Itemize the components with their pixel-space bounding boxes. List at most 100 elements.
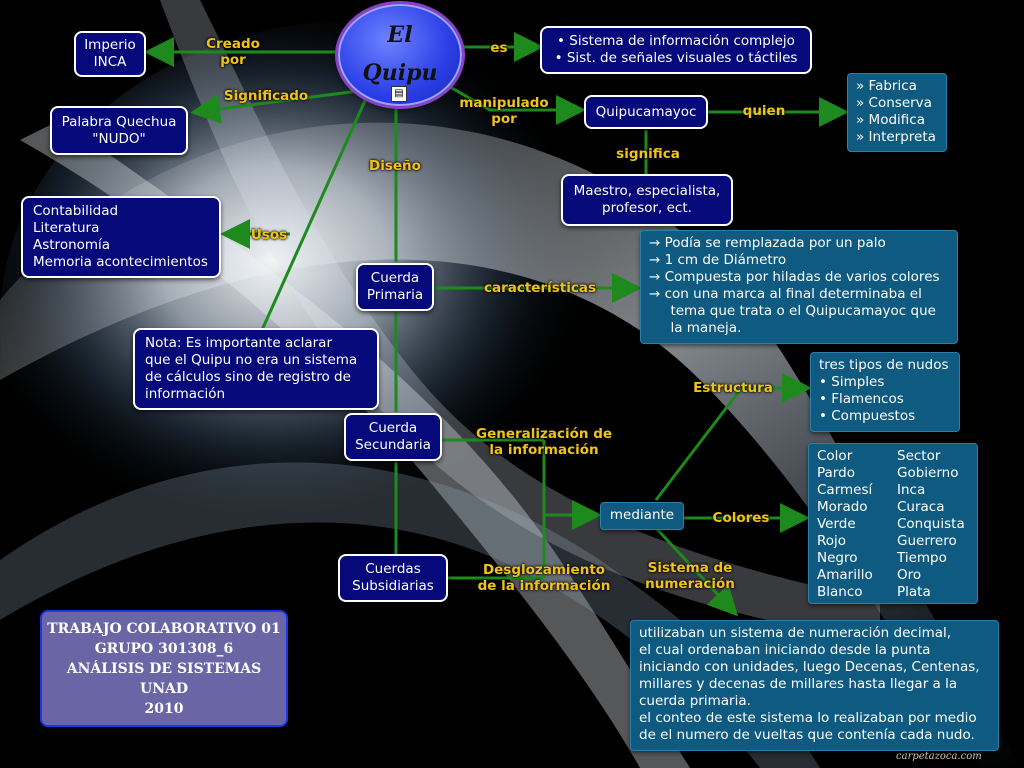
- node-cuerdas-subsidiarias[interactable]: Cuerdas Subsidiarias: [338, 554, 448, 602]
- text-line: de el numero de vueltas que contenía cad…: [639, 727, 975, 743]
- link-label-diseno: Diseño: [369, 158, 421, 174]
- color-cell: Rojo: [817, 533, 847, 549]
- footer-line: 2010: [144, 700, 184, 717]
- link-label-estructura: Estructura: [693, 380, 773, 396]
- note-icon[interactable]: ▤: [391, 86, 407, 102]
- list-item: → Compuesta por hiladas de varios colore…: [649, 269, 940, 285]
- node-caracteristicas-list[interactable]: → Podía se remplazada por un palo → 1 cm…: [640, 230, 958, 344]
- list-item: » Conserva: [856, 95, 932, 111]
- node-imperio-inca[interactable]: Imperio INCA: [74, 31, 146, 77]
- list-item: » Interpreta: [856, 129, 936, 145]
- note-text: de cálculos sino de registro de: [145, 369, 351, 385]
- node-es-list[interactable]: • Sistema de información complejo • Sist…: [540, 26, 812, 74]
- list-item: → con una marca al final determinaba el: [649, 286, 922, 302]
- note-text: que el Quipu no era un sistema: [145, 352, 358, 368]
- list-item: tema que trata o el Quipucamayoc que: [649, 303, 936, 319]
- list-item: » Fabrica: [856, 78, 917, 94]
- text-line: iniciando con unidades, luego Decenas, C…: [639, 659, 980, 675]
- footer-line: GRUPO 301308_6: [94, 640, 234, 657]
- node-numeracion-text[interactable]: utilizaban un sistema de numeración deci…: [630, 620, 999, 751]
- color-cell: Pardo: [817, 465, 855, 481]
- link-label-creado-por: Creado por: [206, 36, 260, 68]
- link-label-es: es: [490, 40, 508, 56]
- color-cell: Color: [817, 448, 853, 464]
- list-item: la maneja.: [649, 320, 742, 336]
- link-label-colores: Colores: [712, 510, 770, 526]
- list-item: → Podía se remplazada por un palo: [649, 235, 886, 251]
- node-text: Secundaria: [355, 437, 431, 453]
- sector-cell: Gobierno: [897, 465, 959, 481]
- node-mediante[interactable]: mediante: [600, 502, 684, 530]
- sector-cell: Plata: [897, 584, 931, 600]
- link-label-significado: Significado: [223, 88, 309, 104]
- node-text: Subsidiarias: [352, 578, 434, 594]
- root-title-line: Quipu: [362, 60, 438, 86]
- link-label-quien: quien: [742, 103, 786, 119]
- node-text: Palabra Quechua: [61, 113, 177, 130]
- node-text: Cuerda: [368, 420, 418, 436]
- sector-cell: Conquista: [897, 516, 965, 532]
- node-cuerda-primaria[interactable]: Cuerda Primaria: [356, 263, 434, 311]
- color-cell: Blanco: [817, 584, 863, 600]
- node-text: INCA: [93, 54, 127, 70]
- text-line: millares y decenas de millares hasta lle…: [639, 676, 958, 692]
- link-label-desglozamiento: Desglozamiento de la información: [477, 562, 611, 594]
- text-line: cuerda primaria.: [639, 693, 751, 709]
- list-item: • Compuestos: [819, 408, 916, 424]
- list-item: Astronomía: [33, 237, 111, 253]
- color-cell: Verde: [817, 516, 856, 532]
- list-item: • Simples: [819, 374, 885, 390]
- footer-line: ANÁLISIS DE SISTEMAS: [66, 660, 262, 677]
- node-quipucamayoc[interactable]: Quipucamayoc: [584, 95, 708, 129]
- text-line: el conteo de este sistema lo realizaban …: [639, 710, 977, 726]
- color-cell: Amarillo: [817, 567, 873, 583]
- node-cuerda-secundaria[interactable]: Cuerda Secundaria: [344, 413, 442, 461]
- node-maestro[interactable]: Maestro, especialista, profesor, ect.: [561, 174, 733, 226]
- list-item: → 1 cm de Diámetro: [649, 252, 787, 268]
- sector-cell: Oro: [897, 567, 922, 583]
- footer-line: TRABAJO COLABORATIVO 01: [47, 620, 281, 637]
- root-title-line: El: [387, 22, 413, 48]
- node-text: Imperio: [84, 37, 136, 53]
- node-text: Quipucamayoc: [595, 103, 697, 120]
- sector-cell: Tiempo: [897, 550, 947, 566]
- color-cell: Carmesí: [817, 482, 873, 498]
- link-label-usos: Usos: [250, 227, 288, 243]
- text-line: el cual ordenaban iniciando desde la pun…: [639, 642, 931, 658]
- node-text: Maestro, especialista,: [573, 183, 721, 199]
- node-text: Cuerda: [370, 270, 420, 286]
- sector-cell: Curaca: [897, 499, 945, 515]
- node-text: Cuerdas: [365, 561, 421, 577]
- node-palabra-quechua[interactable]: Palabra Quechua "NUDO": [50, 106, 188, 155]
- link-label-sistema-numeracion: Sistema de numeración: [645, 560, 735, 592]
- list-item: Contabilidad: [33, 203, 119, 219]
- sector-cell: Sector: [897, 448, 941, 464]
- note-text: información: [145, 386, 226, 402]
- list-item: » Modifica: [856, 112, 925, 128]
- list-item: Literatura: [33, 220, 100, 236]
- node-quien-list[interactable]: » Fabrica » Conserva » Modifica » Interp…: [847, 73, 947, 152]
- footer-credits: TRABAJO COLABORATIVO 01 GRUPO 301308_6 A…: [40, 610, 288, 727]
- list-item: • Flamencos: [819, 391, 904, 407]
- link-label-significa: significa: [616, 146, 680, 162]
- link-label-caracteristicas: características: [483, 280, 597, 296]
- note-text: Nota: Es importante aclarar: [145, 335, 333, 351]
- node-text: profesor, ect.: [602, 200, 692, 216]
- node-text: "NUDO": [92, 130, 146, 147]
- node-usos-list[interactable]: Contabilidad Literatura Astronomía Memor…: [21, 196, 221, 278]
- list-item: Memoria acontecimientos: [33, 254, 208, 270]
- node-text: mediante: [609, 507, 675, 523]
- node-nudos-list[interactable]: tres tipos de nudos • Simples • Flamenco…: [810, 352, 960, 432]
- link-label-generalizacion: Generalización de la información: [475, 426, 613, 458]
- list-item: tres tipos de nudos: [819, 357, 949, 373]
- text-line: utilizaban un sistema de numeración deci…: [639, 625, 952, 641]
- list-item: • Sist. de señales visuales o táctiles: [554, 50, 798, 66]
- node-nota[interactable]: Nota: Es importante aclarar que el Quipu…: [133, 328, 379, 410]
- color-cell: Negro: [817, 550, 858, 566]
- list-item: • Sistema de información complejo: [557, 33, 795, 49]
